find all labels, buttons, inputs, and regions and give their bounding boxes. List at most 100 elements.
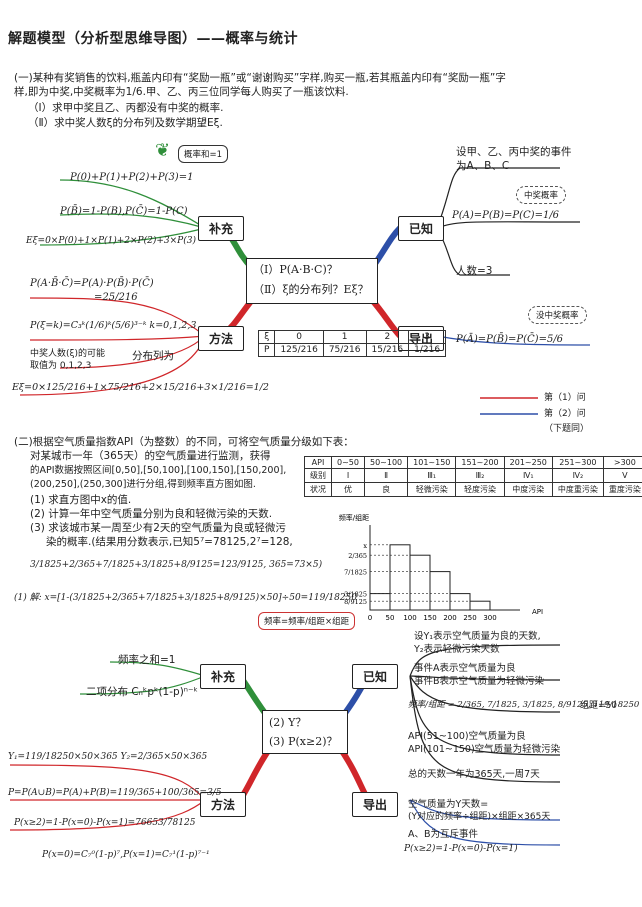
api-table: API 0~50 50~100 101~150 151~200 201~250 …: [304, 456, 642, 497]
p1-question-line1: (一)某种有奖销售的饮料,瓶盖内印有“奖励一瓶”或“谢谢购买”字样,购买一瓶,若…: [14, 72, 506, 84]
api-cell: 优: [331, 482, 365, 497]
api-cell: 良: [363, 482, 409, 497]
p1-sup1: P(0)+P(1)+P(2)+P(3)=1: [70, 172, 194, 183]
hist-x-tick: 0: [368, 614, 372, 622]
center-q1-line1: （Ⅰ）P(A·B·C)？: [253, 263, 338, 276]
hist-x-tick: 150: [423, 614, 436, 622]
center-q1-line2: （Ⅱ）ξ的分布列？Eξ？: [253, 283, 369, 296]
hist-x-tick: 50: [386, 614, 395, 622]
legend-note: （下题同）: [544, 424, 590, 434]
hist-bar: [449, 593, 471, 611]
hist-y-tick: 2/365: [348, 552, 367, 560]
api-cell: 轻度污染: [455, 482, 505, 497]
p1-method-note1: 中奖人数(ξ)的可能: [30, 349, 106, 359]
p2-s3c: 3/1825+2/365+7/1825+3/1825+8/9125=123/91…: [30, 560, 323, 570]
p2-k4: 事件B表示空气质量为轻微污染: [414, 676, 545, 687]
hist-bar: [389, 544, 411, 611]
api-cell: 中度重污染: [551, 482, 604, 497]
hist-bar: [469, 600, 491, 611]
node-fangfa-1: 方法: [198, 326, 245, 351]
p2-q4: (200,250],(250,300]进行分组,得到频率直方图如图.: [30, 479, 256, 490]
cloud-no-prob: 没中奖概率: [528, 306, 587, 324]
center-q2-line1: (2) Y？: [269, 716, 307, 729]
p2-m3: P(x≥2)=1-P(x=0)-P(x=1)=76653/78125: [14, 818, 196, 828]
p2-k5b: 组距=50: [580, 701, 617, 711]
p1-method-note2: 取值为 0,1,2,3: [30, 361, 92, 371]
p2-k5: 频率/组距 = 2/365, 7/1825, 3/1825, 8/9125, 1…: [408, 700, 640, 710]
p2-q3: 的API数据按照区间[0,50],[50,100],[100,150],[150…: [30, 465, 287, 476]
p2-m4: P(x=0)=C₇⁰(1-p)⁷,P(x=1)=C₇¹(1-p)⁷⁻¹: [42, 850, 210, 860]
p2-sup2: 二项分布 Cₙᵏpᵏ(1-p)ⁿ⁻ᵏ: [86, 686, 198, 698]
p2-d3: A、B为互斥事件: [408, 829, 479, 840]
node-buchong-1: 补充: [198, 216, 245, 241]
p2-d2: (Y对应的频率÷组距)×组距×365天: [408, 812, 551, 822]
legend-q2: 第（2）问: [544, 409, 586, 419]
hist-y-tick: 3/1825: [344, 591, 367, 599]
p1-known-prob: P(A)=P(B)=P(C)=1/6: [452, 210, 560, 221]
p1-question-ii: （Ⅱ）求中奖人数ξ的分布列及数学期望Eξ.: [28, 117, 223, 129]
p2-m1: Y₁=119/18250×50×365 Y₂=2/365×50×365: [8, 752, 208, 762]
hist-ylabel: 频率/组距: [339, 513, 369, 522]
hist-x-tick: 300: [483, 614, 496, 622]
p2-d4: P(x≥2)=1-P(x=0)-P(x=1): [404, 844, 518, 854]
hist-xlabel: API: [532, 608, 543, 616]
p1-method1b: =25/216: [94, 292, 138, 303]
tag-prob-sum: 概率和=1: [178, 145, 229, 163]
p1-method-exp: Eξ=0×125/216+1×75/216+2×15/216+3×1/216=1…: [12, 382, 269, 393]
p2-q2: 对某城市一年（365天）的空气质量进行监测，获得: [30, 450, 271, 462]
p1-question-line2: 样,即为中奖,中奖概率为1/6.甲、乙、丙三位同学每人购买了一瓶该饮料.: [14, 86, 349, 98]
hist-bar: [429, 571, 451, 611]
p1-method-dist: 分布列为: [132, 350, 174, 362]
page-title: 解题模型（分析型思维导图）——概率与统计: [8, 31, 298, 47]
hist-x-tick: 100: [403, 614, 416, 622]
node-buchong-2: 补充: [200, 664, 247, 689]
cloud-prob: 中奖概率: [516, 186, 567, 204]
hist-y-tick: 7/1825: [344, 569, 367, 577]
leaf-icon: ❦: [155, 140, 171, 161]
hist-bar: [369, 593, 391, 611]
p1-sup2: P(B̄)=1-P(B),P(C̄)=1-P(C): [60, 206, 188, 217]
p2-k2: Y₂表示轻微污染天数: [414, 644, 500, 655]
p2-s2: (2) 计算一年中空气质量分别为良和轻微污染的天数.: [30, 508, 273, 520]
rbox-freq: 频率=频率/组距×组距: [258, 612, 356, 630]
node-daochu-2: 导出: [352, 792, 399, 817]
p2-m2: P=P(A∪B)=P(A)+P(B)=119/365+100/365=3/5: [8, 788, 222, 798]
api-cell: 状况: [304, 482, 332, 497]
dist-cell: P: [257, 343, 276, 357]
p1-derive: P(Ā)=P(B̄)=P(C̄)=5/6: [456, 334, 564, 345]
p2-q1: (二)根据空气质量指数API（为整数）的不同，可将空气质量分级如下表：: [14, 436, 354, 448]
node-yizhi-1: 已知: [398, 216, 445, 241]
p1-known-event1: 设甲、乙、丙中奖的事件: [456, 146, 572, 158]
dist-table: ξ 0 1 2 3 P 125/216 75/216 15/216 1/216: [257, 330, 447, 357]
p2-s3: (3) 求该城市某一周至少有2天的空气质量为良或轻微污: [30, 522, 286, 534]
node-yizhi-2: 已知: [352, 664, 399, 689]
legend-q1: 第（1）问: [544, 393, 586, 403]
p2-k3: 事件A表示空气质量为良: [414, 663, 516, 674]
p2-k8: 总的天数一年为365天,一周7天: [408, 769, 540, 780]
p2-s3b: 染的概率.(结果用分数表示,已知5⁷=78125,2⁷=128,: [46, 536, 293, 548]
dist-cell: 125/216: [274, 343, 324, 357]
p1-sup3: Eξ=0×P(0)+1×P(1)+2×P(2)+3×P(3): [26, 236, 196, 246]
p1-known-count: 人数=3: [456, 265, 493, 277]
node-fangfa-2: 方法: [200, 792, 247, 817]
p1-known-event2: 为A、B、C: [456, 160, 510, 172]
p2-k7: API(101~150)空气质量为轻微污染: [408, 744, 561, 755]
center-q2-line2: (3) P(x≥2)？: [269, 735, 338, 748]
p1-question-i: （Ⅰ）求甲中奖且乙、丙都没有中奖的概率.: [28, 102, 224, 114]
center-question-2: (2) Y？ (3) P(x≥2)？: [262, 710, 348, 754]
p1-method1: P(A·B̄·C̄)=P(A)·P(B̄)·P(C̄): [30, 278, 154, 289]
p2-k1: 设Y₁表示空气质量为良的天数,: [414, 631, 541, 642]
hist-y-tick: x: [363, 542, 367, 550]
p2-s1: (1) 求直方图中x的值.: [30, 494, 132, 506]
p2-k6: API(51~100)空气质量为良: [408, 731, 526, 742]
dist-cell: 1/216: [408, 343, 447, 357]
p1-method2: P(ξ=k)=C₃ᵏ(1/6)ᵏ(5/6)³⁻ᵏ k=0,1,2,3: [30, 320, 197, 331]
center-question-1: （Ⅰ）P(A·B·C)？ （Ⅱ）ξ的分布列？Eξ？: [246, 258, 378, 304]
p2-sup1: 频率之和=1: [118, 654, 176, 666]
hist-bar: [409, 554, 431, 611]
api-cell: 中度污染: [503, 482, 553, 497]
p2-sol: (1) 解: x=[1-(3/1825+2/365+7/1825+3/1825+…: [14, 593, 358, 603]
hist-x-tick: 200: [443, 614, 456, 622]
api-cell: 重度污染: [602, 482, 642, 497]
